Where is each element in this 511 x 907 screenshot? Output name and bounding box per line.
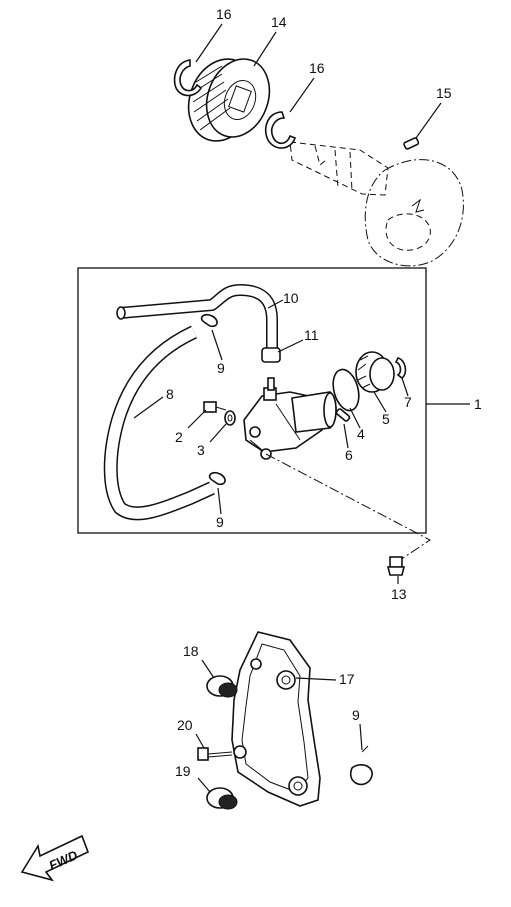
callout-16-left: 16: [216, 6, 232, 22]
bolt-part-2: [203, 401, 227, 413]
top-assembly: [173, 23, 464, 267]
fitting-part-11: [261, 347, 281, 363]
callout-17: 17: [339, 671, 355, 687]
clamp-part-9-upper: [200, 313, 218, 328]
water-pump-assembly: [77, 267, 470, 561]
pulley-part-14: [187, 58, 271, 142]
callout-4: 4: [357, 426, 365, 442]
callout-3: 3: [197, 442, 205, 458]
callout-8: 8: [166, 386, 174, 402]
callout-2: 2: [175, 429, 183, 445]
bolt-part-13: [386, 556, 406, 584]
assembly-box: [77, 267, 427, 534]
callout-9-lower: 9: [216, 514, 224, 530]
shaft: [289, 141, 389, 196]
engine-housing: [364, 159, 464, 267]
callout-5: 5: [382, 411, 390, 427]
cover-assembly: [195, 631, 373, 810]
impeller-part-5: [355, 351, 395, 393]
circlip-part-7: [394, 357, 407, 379]
callout-18: 18: [183, 643, 199, 659]
callout-10: 10: [283, 290, 299, 306]
pin-part-6: [335, 408, 351, 422]
bolt-part-20: [197, 747, 233, 761]
circlip-part-16-right: [264, 111, 296, 149]
clamp-part-9-bottom: [349, 764, 373, 786]
callout-9-upper: 9: [217, 360, 225, 376]
callout-labels: 16 14 16 15 10 11 9 8 2 3 9 4 5 6 7 1 13…: [166, 6, 482, 779]
grommet-part-19: [206, 787, 238, 810]
callout-9-bottom: 9: [352, 707, 360, 723]
callout-19: 19: [175, 763, 191, 779]
pump-body: [243, 377, 337, 460]
callout-15: 15: [436, 85, 452, 101]
grommet-part-18: [206, 675, 238, 698]
circlip-part-16-left: [173, 59, 203, 97]
callout-6: 6: [345, 447, 353, 463]
fwd-arrow-icon: FWD: [20, 834, 90, 882]
washer-part-3: [224, 410, 236, 426]
cover-plate: [231, 631, 321, 807]
callout-13: 13: [391, 586, 407, 602]
callout-20: 20: [177, 717, 193, 733]
callout-11: 11: [304, 327, 319, 343]
clamp-part-9-lower: [208, 471, 226, 486]
callout-7: 7: [404, 394, 412, 410]
callout-16-right: 16: [309, 60, 325, 76]
callout-1: 1: [474, 396, 482, 412]
pin-part-15: [403, 137, 420, 150]
callout-14: 14: [271, 14, 287, 30]
hose-part-10: [119, 284, 278, 348]
